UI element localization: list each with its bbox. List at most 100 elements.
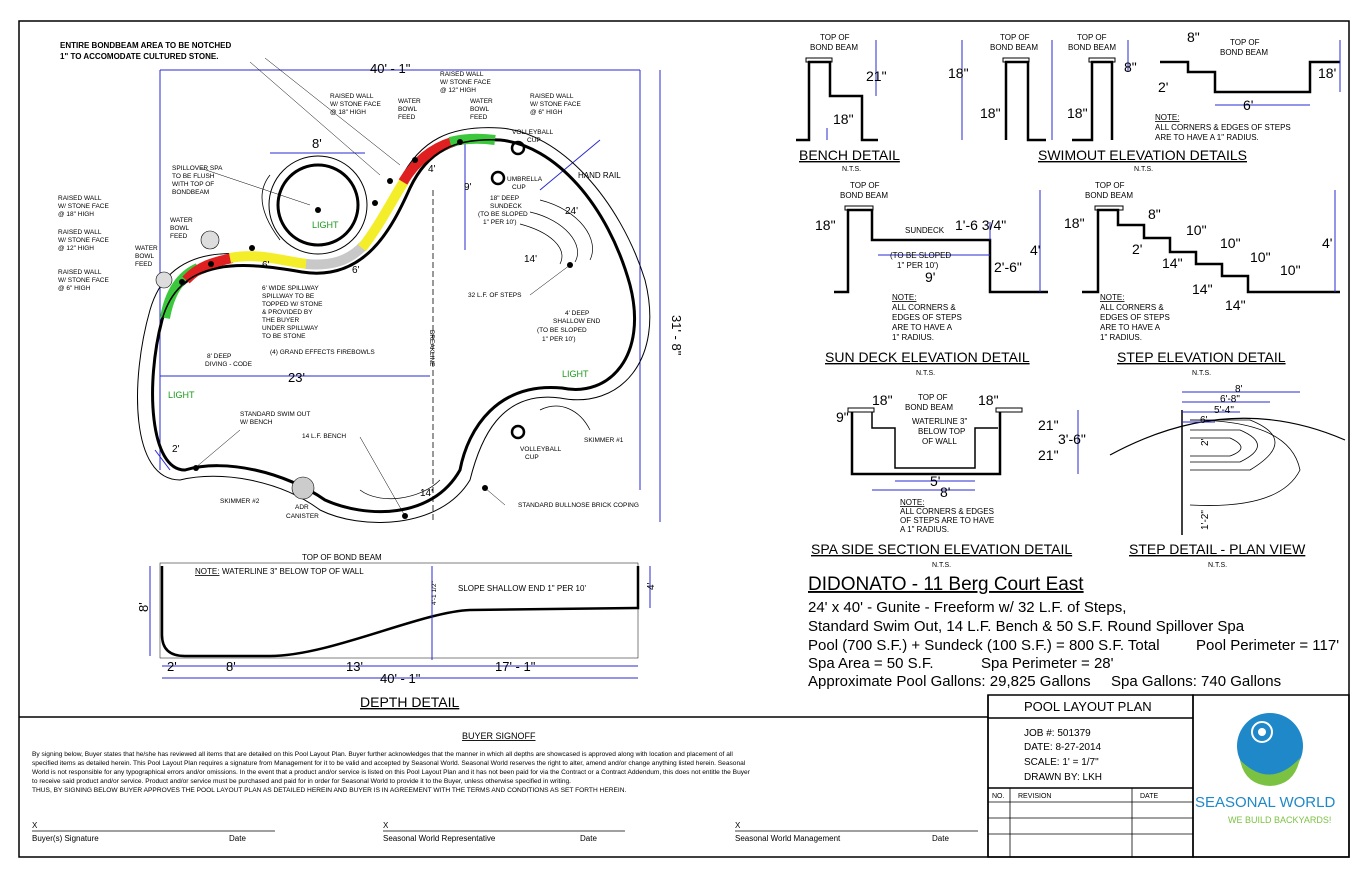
stepplan-title: STEP DETAIL - PLAN VIEW: [1129, 541, 1306, 557]
raised-wall-12-a-1: RAISED WALL: [440, 71, 484, 78]
step-elevation-detail: TOP OF BOND BEAM 18" 8" 10" 10" 10" 10" …: [1064, 181, 1340, 377]
swim-out-1: STANDARD SWIM OUT: [240, 411, 310, 418]
step-10b: 10": [1220, 235, 1241, 251]
buyer-sig-label: Buyer(s) Signature: [32, 834, 99, 843]
bench-detail: TOP OF BOND BEAM 21" 18" BENCH DETAIL N.…: [796, 33, 900, 173]
step-top-2: BOND BEAM: [1085, 191, 1133, 200]
firebowls-label: (4) GRAND EFFECTS FIREBOWLS: [270, 349, 375, 356]
step-2: 2': [1132, 241, 1142, 257]
sundeck-note-1: 18" DEEP: [490, 195, 519, 202]
spa-inner: [276, 163, 360, 247]
volleyball-cup-b-1: VOLLEYBALL: [520, 446, 562, 453]
water-bowl-c-1: WATER: [170, 217, 193, 224]
plan-dim-23: 23': [288, 370, 305, 385]
sun-slope-1: (TO BE SLOPED: [890, 251, 951, 260]
bench-top-2: BOND BEAM: [810, 43, 858, 52]
spillway-2: SPILLWAY TO BE: [262, 293, 315, 300]
mgmt-date-label: Date: [932, 834, 949, 843]
swim-18a: 18": [948, 65, 969, 81]
step-10d: 10": [1280, 262, 1301, 278]
depth-8: 8': [136, 602, 151, 612]
plan-2: 2': [1200, 438, 1211, 446]
left-wall-6-2: W/ STONE FACE: [58, 277, 109, 284]
left-wall-12-3: @ 12" HIGH: [58, 245, 94, 252]
step-note-3: ARE TO HAVE A: [1100, 323, 1161, 332]
stepplan-nts: N.T.S.: [1208, 562, 1227, 569]
left-wall-18-1: RAISED WALL: [58, 195, 102, 202]
plan-dim-14: 14': [524, 254, 537, 265]
swim-top-a-1: TOP OF: [1000, 33, 1030, 42]
spillover-1: SPILLOVER SPA: [172, 165, 223, 172]
plan-6: 6': [1200, 415, 1208, 426]
project-line2: Standard Swim Out, 14 L.F. Bench & 50 S.…: [808, 618, 1245, 635]
sun-note-3: ARE TO HAVE A: [892, 323, 953, 332]
swim-top-b-2: BOND BEAM: [1068, 43, 1116, 52]
swim-8a: 8": [1124, 59, 1137, 75]
buyer-signoff: BUYER SIGNOFF By signing below, Buyer st…: [32, 731, 978, 843]
tb-no: NO.: [992, 793, 1005, 800]
light-label-spa: LIGHT: [312, 220, 339, 230]
step-note-2: EDGES OF STEPS: [1100, 313, 1170, 322]
rep-sig-label: Seasonal World Representative: [383, 834, 496, 843]
water-bowl-d-2: BOWL: [135, 253, 155, 260]
shallow-1: 4' DEEP: [565, 310, 589, 317]
depth-title: DEPTH DETAIL: [360, 694, 460, 710]
tb-job: JOB #: 501379: [1024, 728, 1091, 739]
depth-note-text: WATERLINE 3" BELOW TOP OF WALL: [222, 567, 364, 576]
plan-dim-2: 2': [172, 444, 180, 455]
shallow-4: 1" PER 10'): [542, 336, 576, 343]
plan-dim-9: 9': [464, 182, 472, 193]
water-bowl-c-2: BOWL: [170, 225, 190, 232]
mgmt-sig-label: Seasonal World Management: [735, 834, 841, 843]
spillway-7: TO BE STONE: [262, 333, 306, 340]
sun-slope-2: 1" PER 10'): [897, 261, 939, 270]
bondbeam-note-1: ENTIRE BONDBEAM AREA TO BE NOTCHED: [60, 41, 231, 50]
spa-21a: 21": [1038, 417, 1059, 433]
buyer-date-label: Date: [229, 834, 246, 843]
spa-9: 9": [836, 409, 849, 425]
swim-8b: 8": [1187, 29, 1200, 45]
plan-8: 8': [1235, 384, 1243, 395]
signoff-text-1: specified items as detailed herein. This…: [32, 760, 746, 767]
plan-dim-14b: 14': [420, 488, 433, 499]
rep-date-label: Date: [580, 834, 597, 843]
step-14a: 14": [1162, 255, 1183, 271]
tb-revision: REVISION: [1018, 793, 1051, 800]
spa-water-3: OF WALL: [922, 437, 957, 446]
plan-dim-31: 31' - 8": [669, 315, 684, 356]
volleyball-cup-a-1: VOLLEYBALL: [512, 129, 554, 136]
diving-1: 8' DEEP: [207, 353, 231, 360]
raised-wall-6-c-1: RAISED WALL: [530, 93, 574, 100]
sun-16: 1'-6 3/4": [955, 217, 1006, 233]
plan-68: 6'-8": [1220, 394, 1240, 405]
left-wall-18-2: W/ STONE FACE: [58, 203, 109, 210]
water-bowl-b-3: FEED: [470, 114, 488, 121]
sundeck-nts: N.T.S.: [916, 370, 935, 377]
depth-note-label: NOTE:: [195, 567, 219, 576]
spa-section-detail: TOP OF BOND BEAM 9" 18" 18" WATERLINE 3"…: [811, 392, 1086, 569]
plan-12: 1'-2": [1200, 510, 1211, 530]
tb-date: DATE: 8-27-2014: [1024, 742, 1102, 753]
spillover-3: WITH TOP OF: [172, 181, 214, 188]
adr-2: CANISTER: [286, 513, 319, 520]
spa-18b: 18": [978, 392, 999, 408]
raised-wall-6-c-2: W/ STONE FACE: [530, 101, 581, 108]
mgmt-x: X: [735, 821, 741, 830]
sun-4: 4': [1030, 242, 1040, 258]
brand-tagline: WE BUILD BACKYARDS!: [1228, 815, 1331, 825]
coping-label: STANDARD BULLNOSE BRICK COPING: [518, 502, 639, 509]
sundeck-note-2: SUNDECK: [490, 203, 522, 210]
bondbeam-note-2: 1" TO ACCOMODATE CULTURED STONE.: [60, 52, 218, 61]
step-10c: 10": [1250, 249, 1271, 265]
step-note-1: ALL CORNERS &: [1100, 303, 1164, 312]
light-label-right: LIGHT: [562, 369, 589, 379]
pool-coping: [137, 127, 651, 523]
spa-5: 5': [930, 473, 940, 489]
signoff-text-0: By signing below, Buyer states that he/s…: [32, 751, 733, 758]
swimout-title: SWIMOUT ELEVATION DETAILS: [1038, 147, 1247, 163]
depth-4: 4': [646, 582, 657, 590]
tb-drawn: DRAWN BY: LKH: [1024, 772, 1102, 783]
raised-wall-18-b-1: RAISED WALL: [330, 93, 374, 100]
raised-wall-12-a-3: @ 12" HIGH: [440, 87, 476, 94]
bench-21: 21": [866, 68, 887, 84]
